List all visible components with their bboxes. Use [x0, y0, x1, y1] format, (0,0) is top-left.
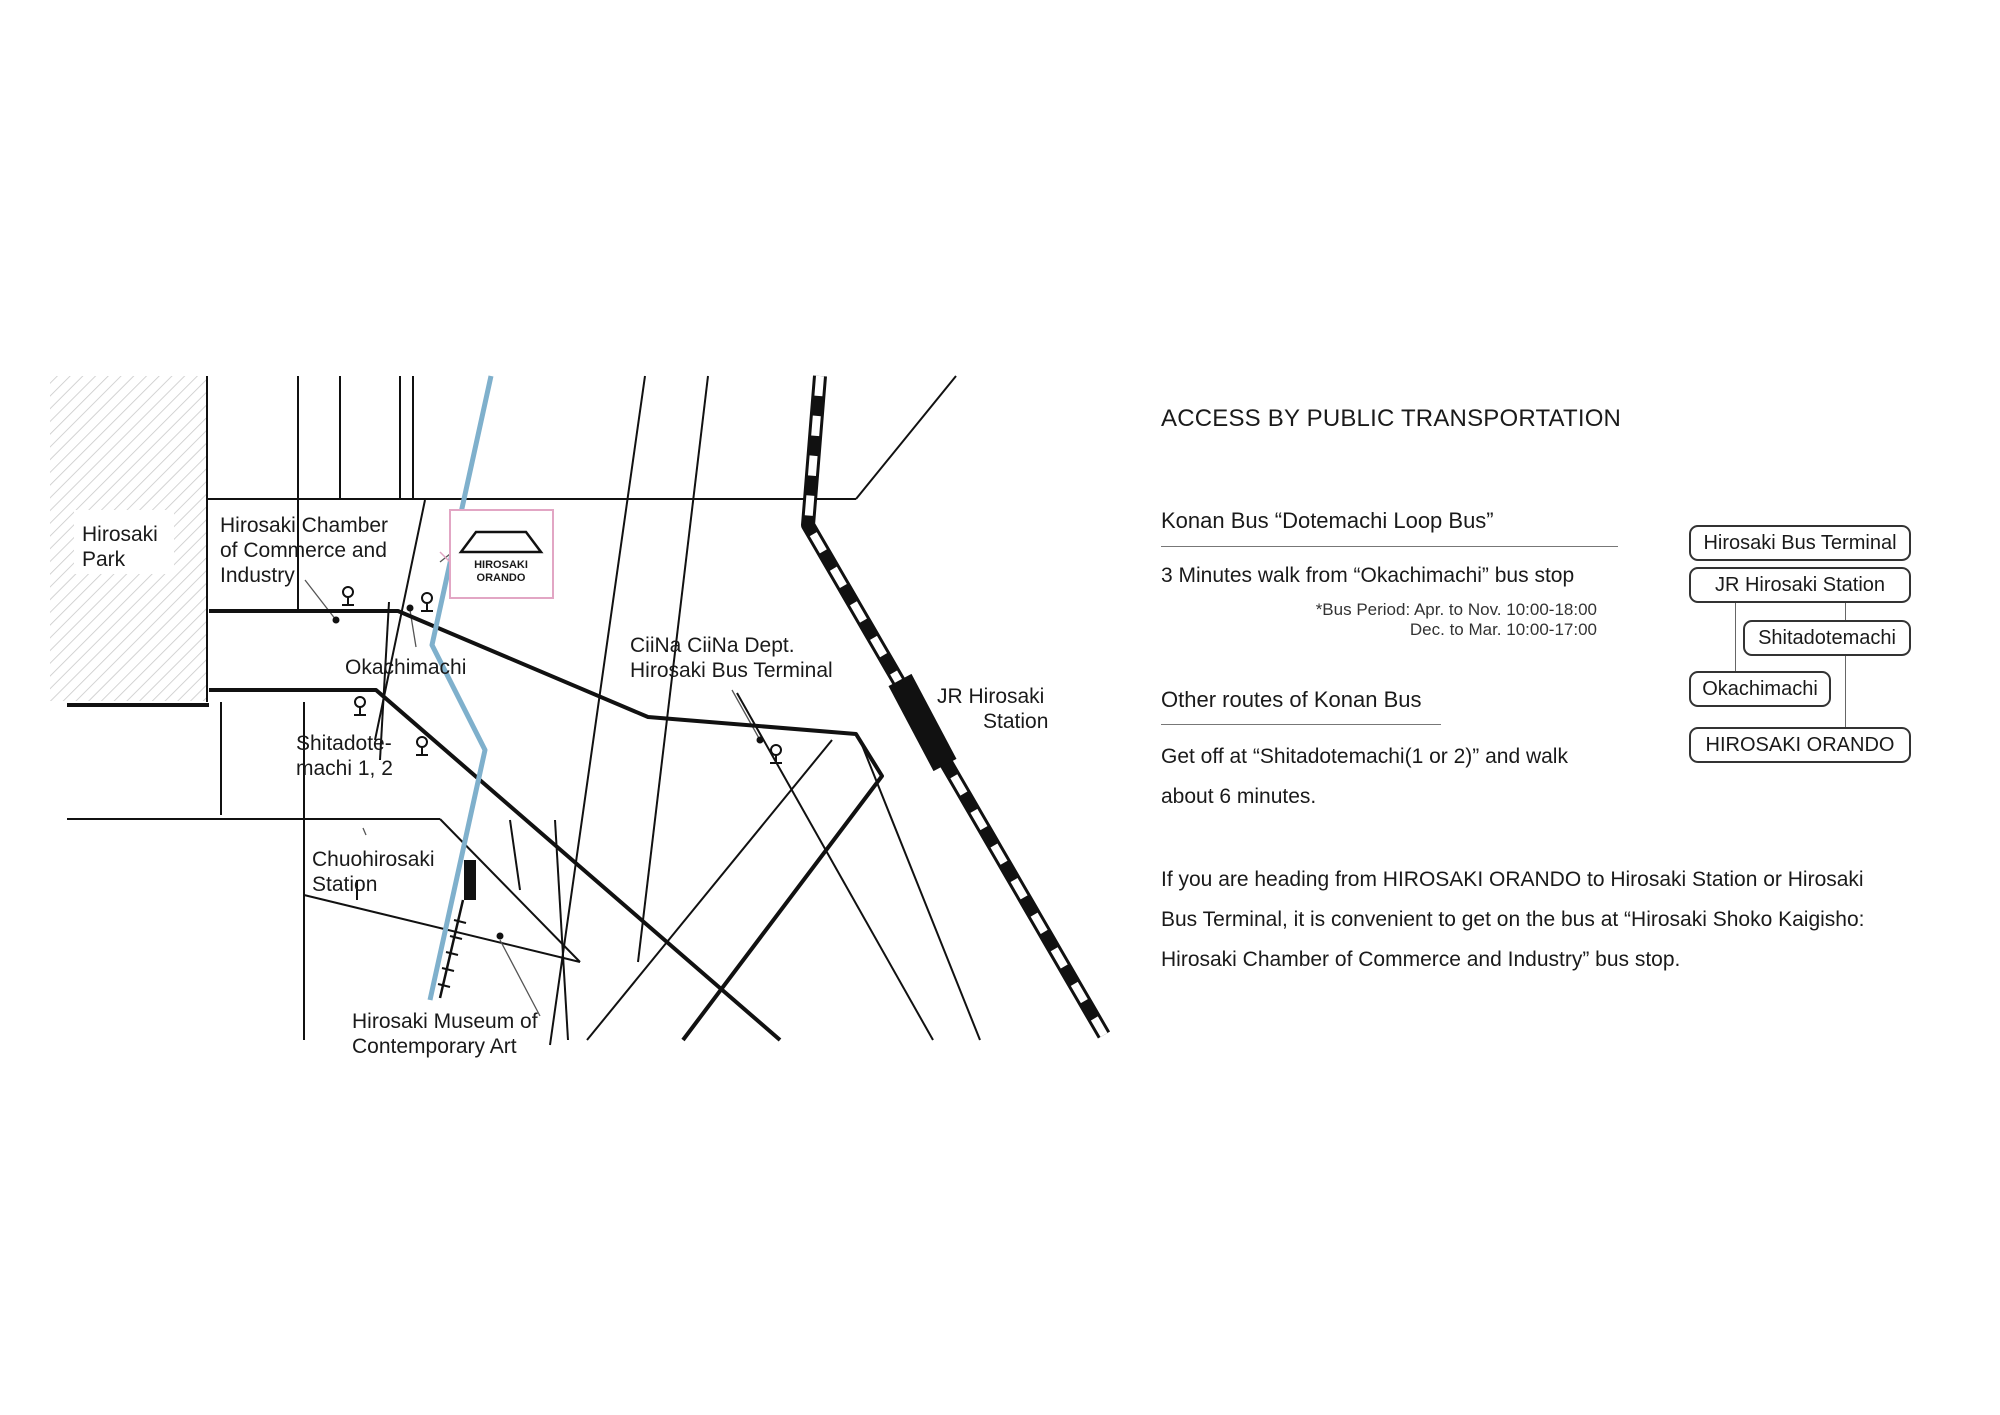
return-note-line-1: If you are heading from HIROSAKI ORANDO …: [1161, 868, 1864, 891]
jr-station-platform: [888, 673, 957, 772]
loop-bus-title: Konan Bus “Dotemachi Loop Bus”: [1161, 508, 1494, 533]
label-park-1: Hirosaki: [82, 523, 158, 546]
route-stop-okachimachi: Okachimachi: [1689, 671, 1831, 707]
route-stop-orando: HIROSAKI ORANDO: [1689, 727, 1911, 763]
loop-bus-walk: 3 Minutes walk from “Okachimachi” bus st…: [1161, 564, 1575, 587]
label-chamber-3: Industry: [220, 564, 295, 587]
label-museum-1: Hirosaki Museum of: [352, 1010, 538, 1033]
konan-railway: [438, 899, 465, 999]
bus-period-line-2: Dec. to Mar. 10:00-17:00: [1409, 620, 1597, 639]
other-routes-title: Other routes of Konan Bus: [1161, 687, 1422, 712]
other-routes-line-1: Get off at “Shitadotemachi(1 or 2)” and …: [1161, 745, 1568, 768]
label-chuohirosaki-2: Station: [312, 873, 377, 896]
other-routes-line-2: about 6 minutes.: [1161, 785, 1317, 808]
route-stop-bus-terminal: Hirosaki Bus Terminal: [1689, 525, 1911, 561]
label-okachimachi: Okachimachi: [345, 656, 466, 679]
label-chamber-1: Hirosaki Chamber: [220, 514, 388, 537]
label-ciina-2: Hirosaki Bus Terminal: [630, 659, 833, 682]
minor-roads: [67, 375, 981, 1046]
label-chuohirosaki-1: Chuohirosaki: [312, 848, 435, 871]
orando-logo-line-2: ORANDO: [477, 572, 526, 584]
bus-stop-icons: [342, 586, 782, 764]
konan-railway-ties: [437, 919, 467, 988]
loop-bus-rule: [1161, 546, 1618, 547]
location-dots: [332, 604, 764, 940]
access-heading: ACCESS BY PUBLIC TRANSPORTATION: [1161, 405, 1622, 432]
access-map: HIROSAKI ORANDO Hirosaki Park Hirosaki C…: [50, 375, 1111, 1058]
park-label-bg: [74, 510, 174, 574]
label-jr-station-2: Station: [983, 710, 1048, 733]
bus-period-line-1: *Bus Period: Apr. to Nov. 10:00-18:00: [1315, 600, 1597, 619]
route-stop-shitadotemachi: Shitadotemachi: [1743, 620, 1911, 656]
hirosaki-orando-marker: HIROSAKI ORANDO: [439, 509, 554, 599]
label-museum-2: Contemporary Art: [352, 1035, 517, 1058]
return-note-line-2: Bus Terminal, it is convenient to get on…: [1161, 908, 1865, 931]
leader-lines: [304, 549, 761, 1017]
other-routes-rule: [1161, 724, 1441, 725]
chuohirosaki-platform: [464, 860, 476, 900]
orando-logo-line-1: HIROSAKI: [474, 559, 528, 571]
route-line-right: [1845, 595, 1846, 745]
main-roads: [67, 609, 884, 1042]
label-ciina-1: CiiNa CiiNa Dept.: [630, 634, 795, 657]
label-shitadotemachi-1: Shitadote-: [296, 732, 392, 755]
orando-logo-icon: [458, 530, 544, 554]
jr-railway-dashes: [804, 375, 1108, 1038]
route-stop-jr-station: JR Hirosaki Station: [1689, 567, 1911, 603]
label-chamber-2: of Commerce and: [220, 539, 387, 562]
label-shitadotemachi-2: machi 1, 2: [296, 757, 393, 780]
return-note-line-3: Hirosaki Chamber of Commerce and Industr…: [1161, 948, 1681, 971]
map-labels: Hirosaki Park Hirosaki Chamber of Commer…: [82, 514, 1048, 1058]
label-jr-station-1: JR Hirosaki: [937, 685, 1044, 708]
bus-route-diagram: Hirosaki Bus Terminal JR Hirosaki Statio…: [1685, 525, 1915, 765]
bus-period-note: *Bus Period: Apr. to Nov. 10:00-18:00 De…: [1316, 600, 1597, 640]
label-park-2: Park: [82, 548, 126, 571]
route-line-left: [1735, 595, 1736, 705]
